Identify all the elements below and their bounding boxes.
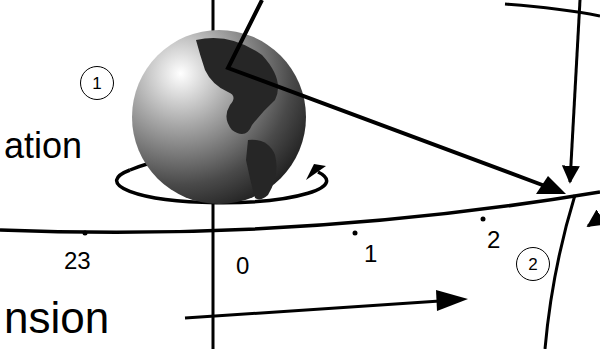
callout-number: 1: [92, 75, 101, 92]
axis-label: nsion: [4, 296, 109, 340]
hour-number: 1: [364, 242, 377, 266]
hour-number: 0: [236, 254, 249, 278]
callout-circle: 1: [80, 66, 114, 100]
hour-number: 2: [487, 228, 500, 252]
hour-number: 23: [64, 249, 91, 273]
axis-label: ation: [4, 128, 82, 164]
callout-number: 2: [528, 256, 537, 273]
callout-circle: 2: [516, 247, 550, 281]
